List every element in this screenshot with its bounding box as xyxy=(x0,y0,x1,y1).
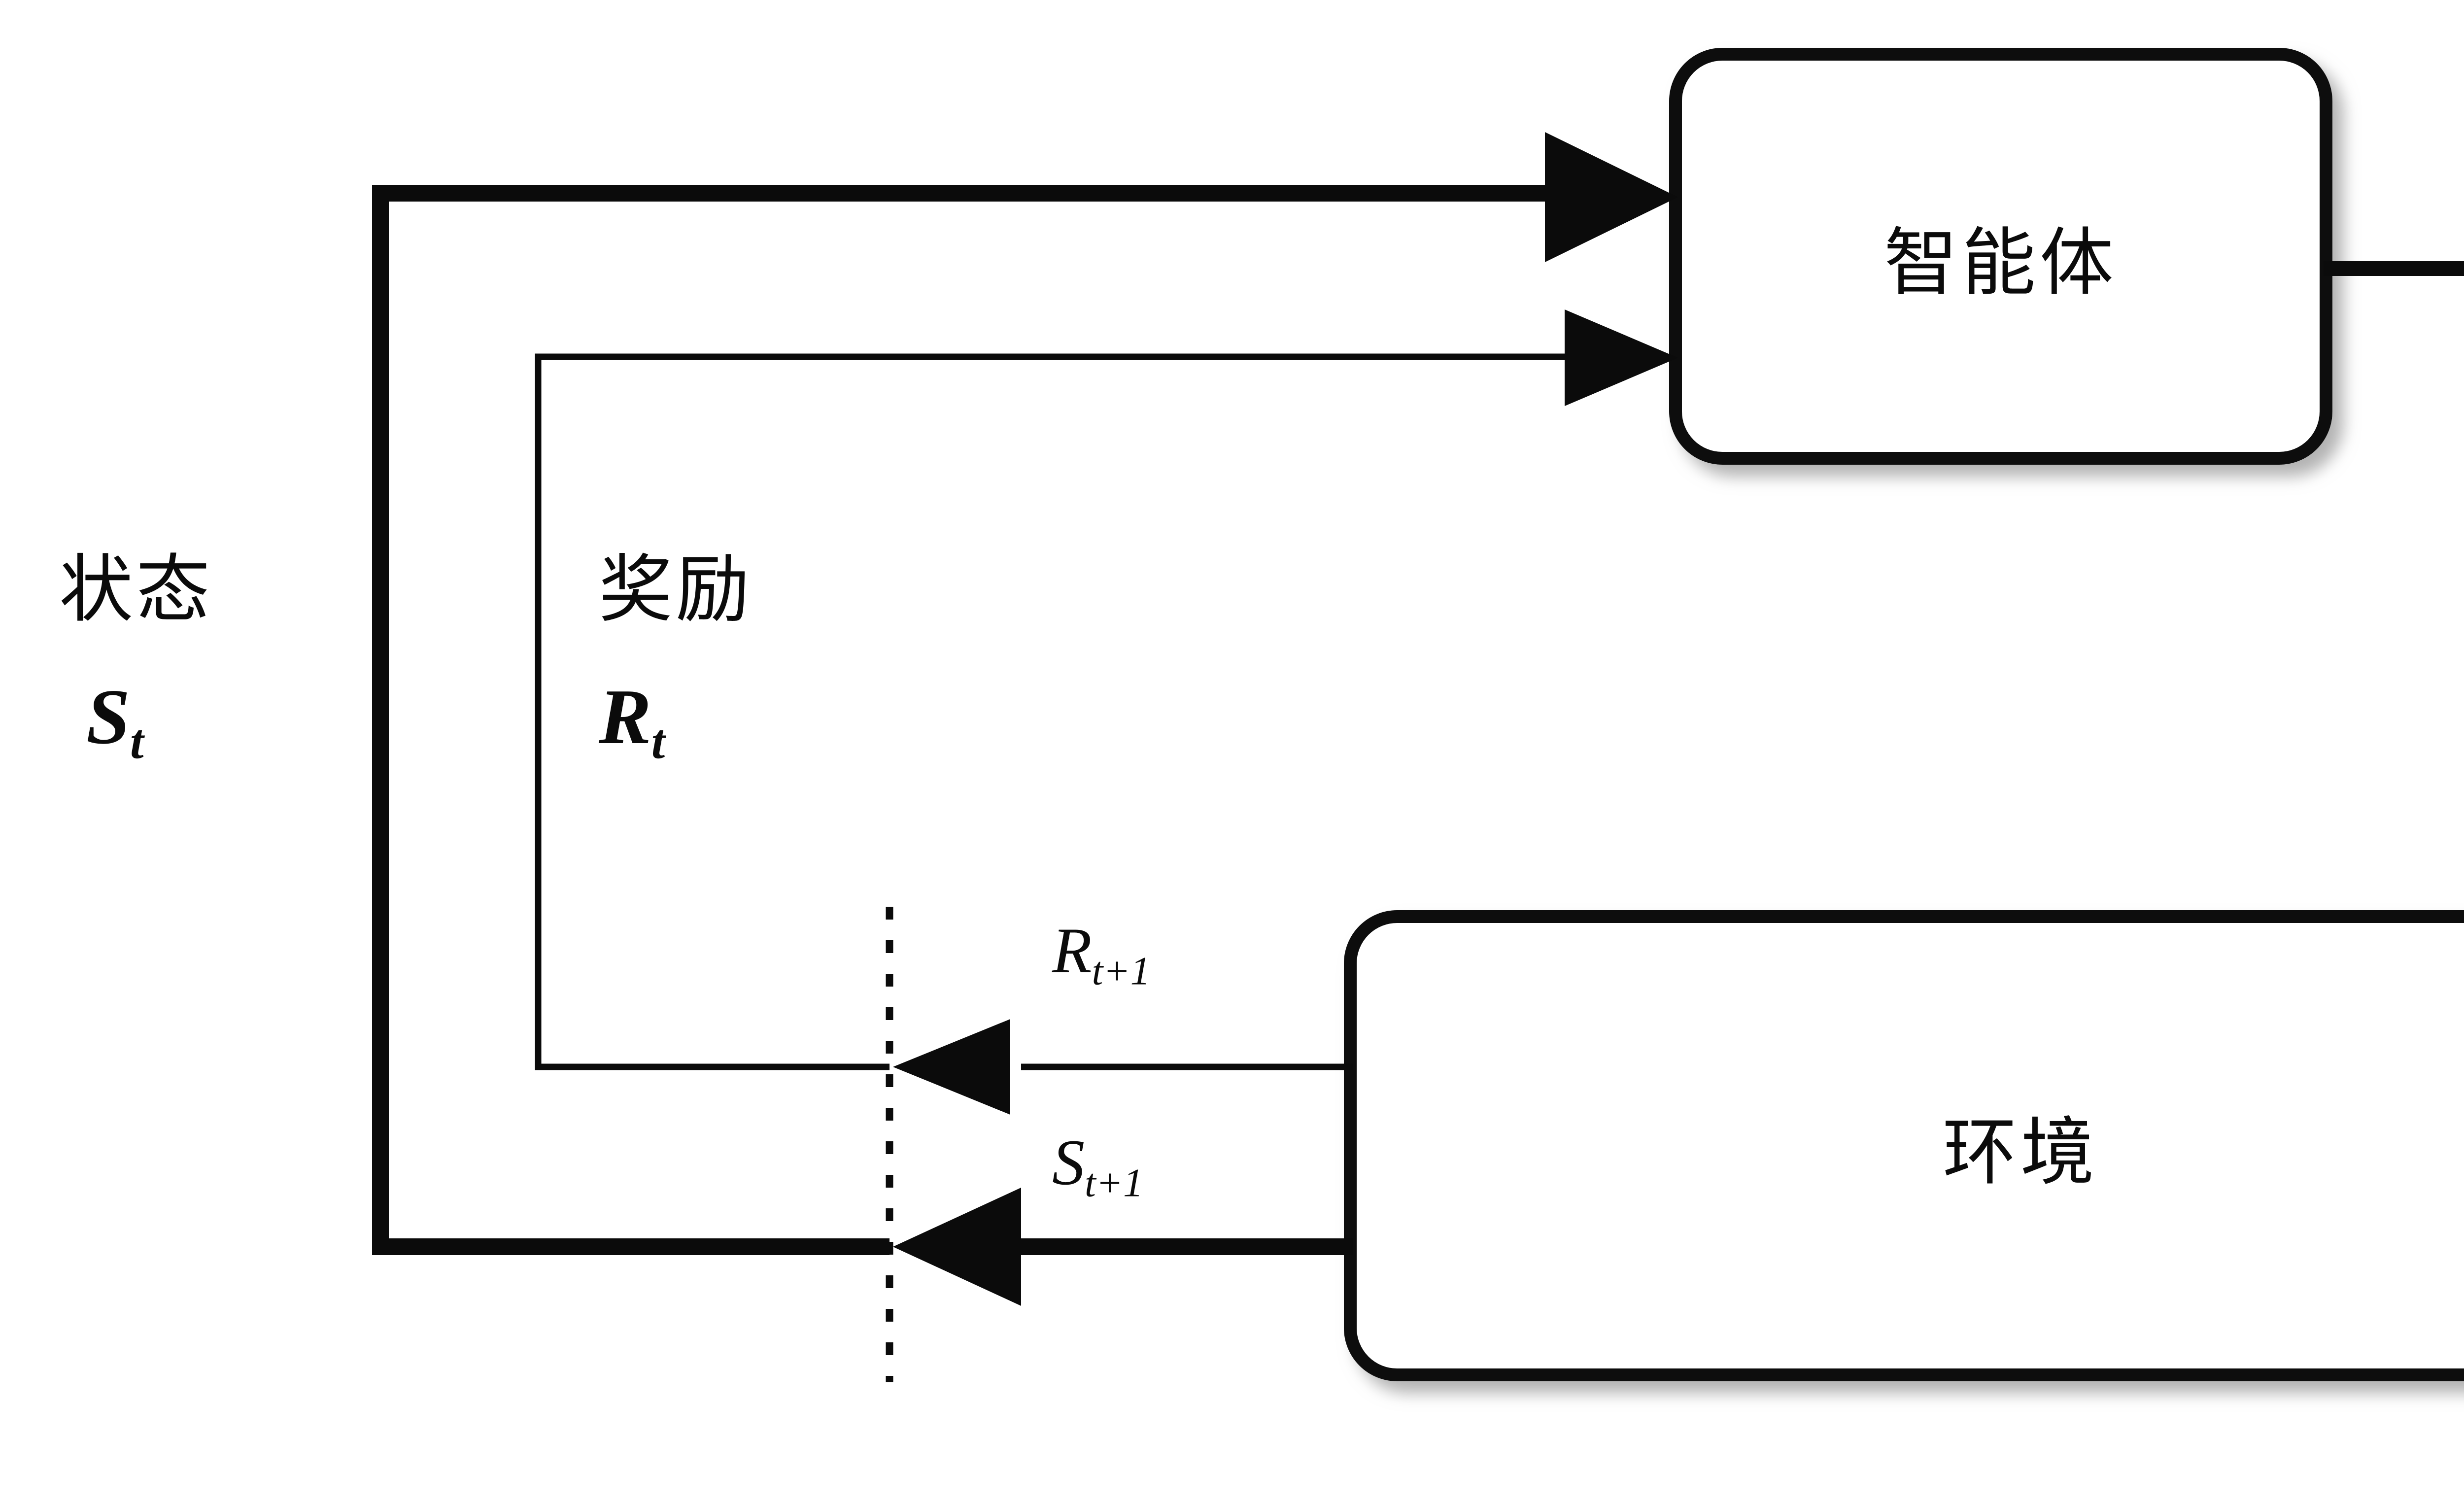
environment-box-label: 环境 xyxy=(1350,917,2464,1375)
state-arrowhead-icon xyxy=(1545,132,1678,262)
state-next-symbol-subscript: t+1 xyxy=(1085,1160,1143,1205)
state-next-symbol: St+1 xyxy=(1052,1128,1143,1204)
reward-flow-path xyxy=(535,309,1678,1115)
state-next-symbol-letter: S xyxy=(1052,1126,1085,1198)
reward-next-symbol-subscript: t+1 xyxy=(1092,948,1151,993)
environment-output-stubs xyxy=(1021,1063,1353,1255)
agent-box-label: 智能体 xyxy=(1676,54,2326,458)
reward-label: 奖励 xyxy=(599,549,753,631)
state-symbol-letter: S xyxy=(86,673,130,760)
state-next-arrowhead-icon xyxy=(893,1188,1021,1306)
agent-box[interactable] xyxy=(1669,48,2332,465)
agent-label-text: 智能体 xyxy=(1883,222,2118,305)
environment-label-text: 环境 xyxy=(1942,1112,2098,1194)
state-label: 状态 xyxy=(59,549,213,631)
reward-next-arrowhead-icon xyxy=(893,1019,1010,1115)
reward-arrowhead-icon xyxy=(1565,309,1678,406)
state-symbol: St xyxy=(86,675,144,768)
reward-next-symbol-letter: R xyxy=(1052,914,1092,987)
state-symbol-subscript: t xyxy=(130,715,144,769)
reward-symbol: Rt xyxy=(599,675,665,768)
reward-next-symbol: Rt+1 xyxy=(1052,914,1151,993)
reward-symbol-letter: R xyxy=(599,673,651,760)
reward-symbol-subscript: t xyxy=(651,715,665,769)
state-flow-path xyxy=(372,132,1678,1306)
environment-box[interactable] xyxy=(1344,910,2464,1381)
